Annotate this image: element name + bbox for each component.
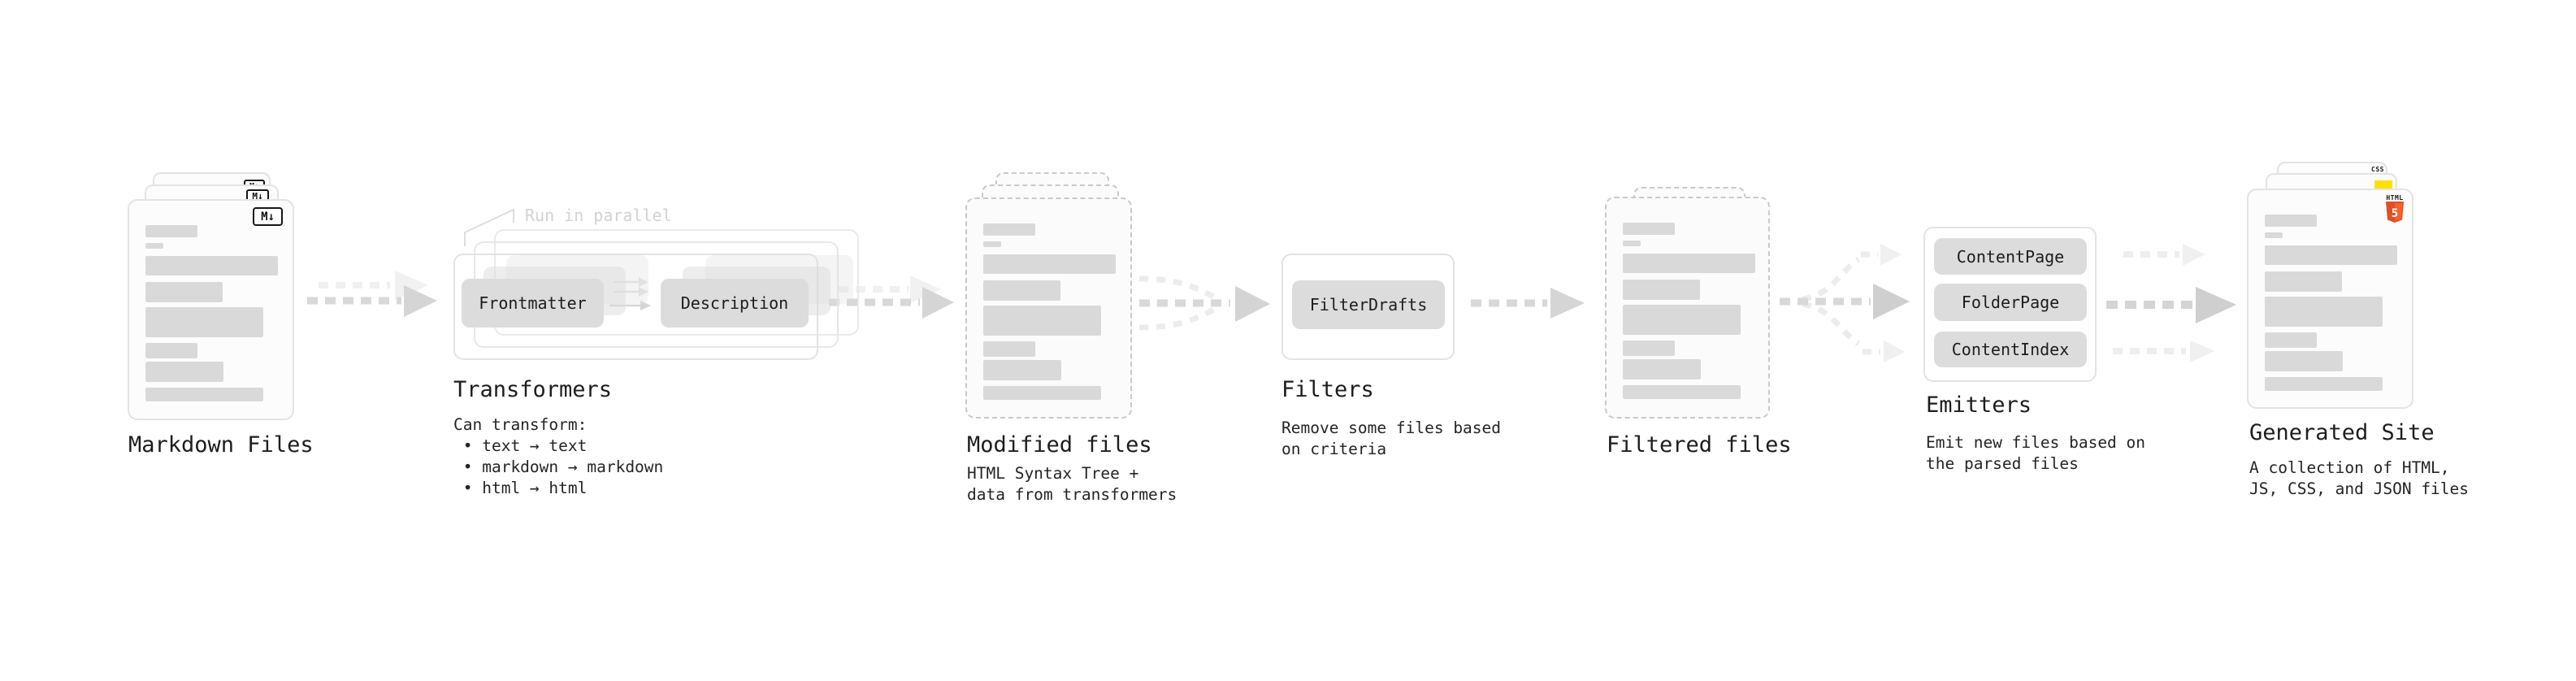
placeholder-bar [2265, 351, 2343, 371]
placeholder-bar [145, 343, 197, 358]
arrow-modified-to-filters [1138, 275, 1270, 331]
markdown-icon-glyph: M↓ [261, 210, 275, 223]
placeholder-bar [983, 254, 1116, 274]
placeholder-bar [1623, 223, 1675, 235]
placeholder-bar [145, 307, 263, 337]
placeholder-bar [1623, 254, 1755, 273]
arrow-filtered-to-emitters [1780, 244, 1910, 362]
run-in-parallel-note: Run in parallel [525, 206, 672, 225]
markdown-icon-glyph: M↓ [252, 191, 263, 202]
arrow-markdown-to-transformers [307, 285, 437, 317]
markdown-file-card: M↓ [128, 199, 294, 420]
placeholder-bar [2265, 332, 2317, 348]
folderpage-pill: FolderPage [1934, 284, 2087, 321]
modified-files-description: HTML Syntax Tree + data from transformer… [967, 464, 1177, 504]
generated-site-label: Generated Site [2249, 420, 2435, 445]
description-pill: Description [661, 279, 809, 327]
html5-shield: 5 [2386, 202, 2404, 223]
contentpage-pill: ContentPage [1934, 238, 2087, 275]
placeholder-bar [983, 306, 1101, 336]
css-icon-text: CSS [2371, 166, 2384, 173]
placeholder-bar [145, 243, 163, 249]
modified-files-label: Modified files [967, 432, 1152, 458]
placeholder-bar [1623, 359, 1701, 380]
placeholder-bar [145, 282, 223, 302]
frontmatter-pill: Frontmatter [462, 279, 604, 327]
transformers-description: Can transform: • text → text • markdown … [453, 415, 664, 497]
filters-description: Remove some files based on criteria [1281, 419, 1502, 458]
placeholder-bar [983, 360, 1061, 380]
placeholder-bar [145, 256, 278, 275]
placeholder-bar [983, 341, 1035, 357]
placeholder-bar [1623, 241, 1641, 246]
placeholder-bar [2265, 215, 2317, 227]
placeholder-bar [983, 241, 1001, 247]
placeholder-bar [2265, 297, 2383, 327]
arrow-emitters-to-generated [2106, 244, 2236, 362]
placeholder-bar [1623, 280, 1700, 300]
placeholder-bar [2265, 245, 2397, 265]
placeholder-bar [145, 362, 223, 382]
modified-file-card [965, 197, 1132, 419]
html5-number: 5 [2392, 207, 2398, 220]
placeholder-bar [1623, 340, 1675, 356]
markdown-icon: M↓ [253, 207, 283, 226]
placeholder-bar [983, 280, 1060, 301]
placeholder-bar [2265, 271, 2342, 292]
filtered-files-label: Filtered files [1607, 432, 1792, 458]
placeholder-bar [1623, 305, 1741, 335]
emitters-description: Emit new files based on the parsed files [1926, 433, 2146, 473]
filtered-file-card [1605, 197, 1770, 419]
emitters-box [1923, 227, 2097, 382]
placeholder-bar [2265, 377, 2383, 391]
filterdrafts-pill: FilterDrafts [1292, 280, 1445, 329]
transformers-label: Transformers [453, 377, 613, 402]
arrow-filters-to-filtered [1471, 288, 1585, 319]
filters-label: Filters [1281, 377, 1374, 402]
placeholder-bar [983, 223, 1035, 236]
html5-icon-text: HTML [2386, 194, 2404, 202]
markdown-files-label: Markdown Files [128, 432, 314, 458]
placeholder-bar [983, 386, 1101, 400]
html5-icon: HTML 5 [2383, 194, 2406, 223]
placeholder-bar [2265, 232, 2283, 238]
contentindex-pill: ContentIndex [1934, 332, 2087, 367]
generated-file-card: HTML 5 [2247, 189, 2413, 409]
generated-site-description: A collection of HTML, JS, CSS, and JSON … [2249, 458, 2470, 498]
placeholder-bar [1623, 385, 1741, 399]
placeholder-bar [145, 225, 197, 237]
placeholder-bar [145, 388, 263, 401]
filters-box [1281, 254, 1455, 360]
emitters-label: Emitters [1926, 393, 2032, 418]
arrow-markdown-to-transformers-ghost [319, 271, 428, 300]
